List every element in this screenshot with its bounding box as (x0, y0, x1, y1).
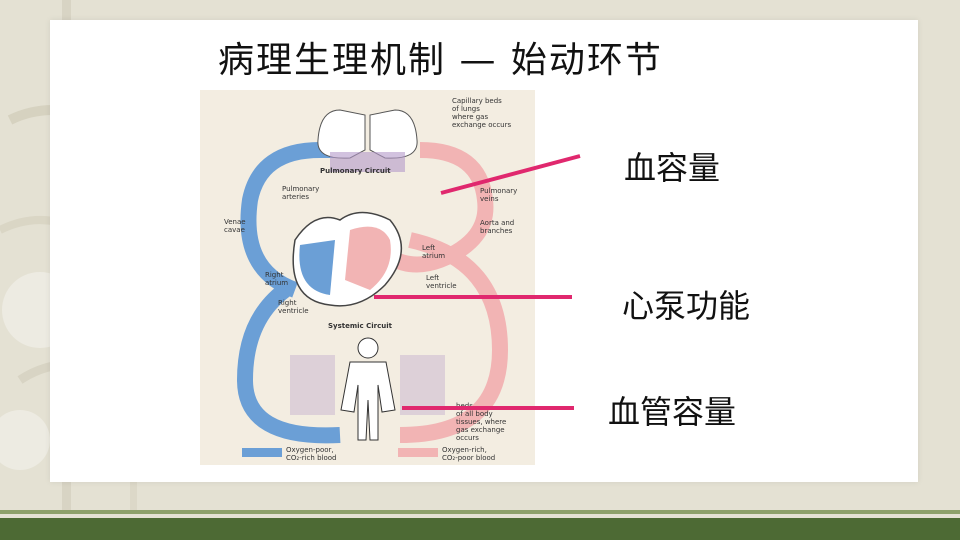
label-pulmonary-arteries: Pulmonary arteries (282, 185, 322, 201)
aorta-path (399, 232, 509, 443)
circulation-svg: Capillary beds of lungs where gas exchan… (224, 97, 520, 462)
label-right-ventricle: Right ventricle (278, 299, 309, 315)
body-figure (340, 337, 396, 441)
right-heart-fill (299, 240, 335, 295)
callout-vascular-capacity: 血管容量 (608, 393, 737, 431)
label-capillary-lungs: Capillary beds of lungs where gas exchan… (452, 97, 511, 129)
callout-cardiac-function: 心泵功能 (622, 287, 751, 325)
lung-capillary-bed (330, 152, 405, 172)
label-systemic-circuit: Systemic Circuit (328, 322, 393, 330)
slide-title: 病理生理机制 — 始动环节 (218, 40, 663, 81)
legend-oxygen-rich-label: Oxygen-rich, CO₂-poor blood (442, 446, 495, 462)
legend-oxygen-poor-label: Oxygen-poor, CO₂-rich blood (286, 446, 336, 462)
pulmonary-artery-path (240, 142, 340, 298)
legend-oxygen-poor-swatch (242, 448, 282, 457)
left-heart-fill (345, 226, 391, 290)
label-left-ventricle: Left ventricle (426, 274, 457, 290)
right-lung-shape (369, 109, 418, 159)
label-right-atrium: Right atrium (265, 271, 288, 287)
bottom-band (0, 510, 960, 540)
venae-cavae-path (236, 283, 341, 444)
label-venae-cavae: Venae cavae (224, 218, 248, 234)
body-capillary-bed-left (290, 355, 335, 415)
label-aorta-branches: Aorta and branches (480, 219, 517, 235)
label-pulmonary-circuit: Pulmonary Circuit (320, 167, 391, 175)
circulation-diagram: Capillary beds of lungs where gas exchan… (200, 90, 535, 465)
label-left-atrium: Left atrium (422, 244, 445, 260)
left-lung-shape (317, 109, 366, 159)
label-pulmonary-veins: Pulmonary veins (480, 187, 520, 203)
callout-blood-volume: 血容量 (624, 149, 721, 187)
legend-oxygen-rich-swatch (398, 448, 438, 457)
body-capillary-bed-right (400, 355, 445, 415)
